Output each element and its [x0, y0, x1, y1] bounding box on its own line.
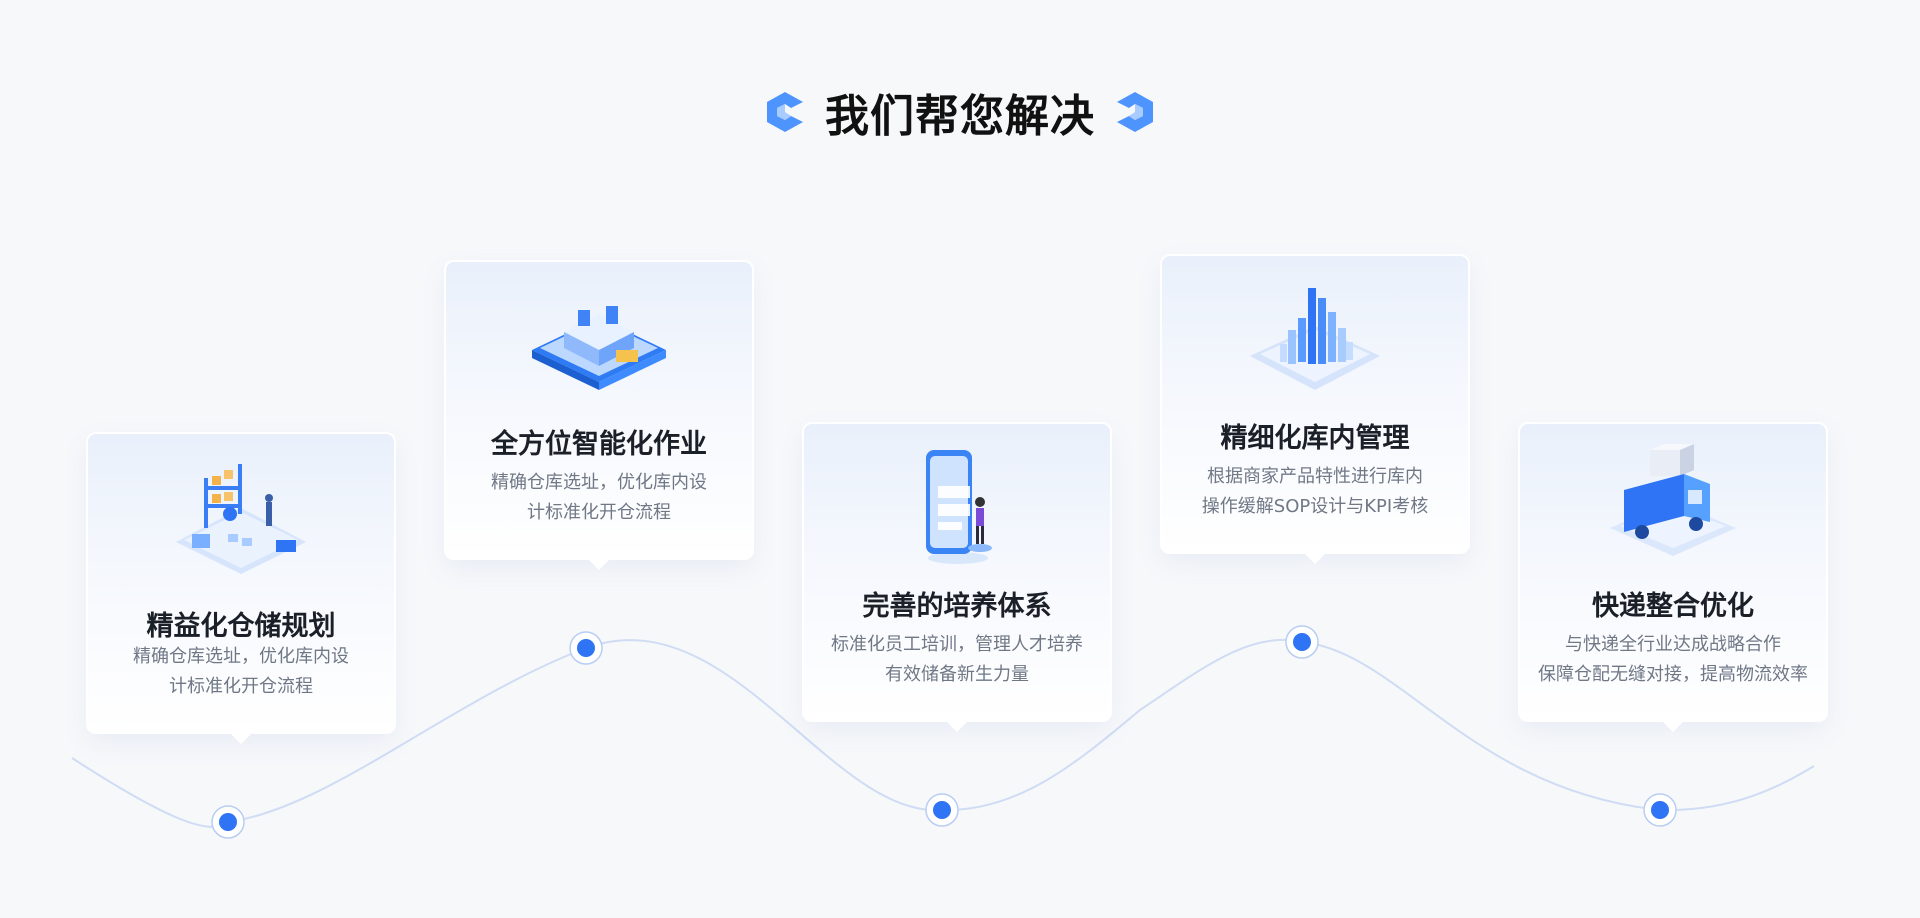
warehouse-shelves-icon	[176, 464, 306, 574]
card-desc-line1: 与快递全行业达成战略合作	[1565, 634, 1781, 655]
card-desc-line2: 操作缓解SOP设计与KPI考核	[1201, 496, 1429, 517]
solution-card-5[interactable]: 快递整合优化 与快递全行业达成战略合作 保障仓配无缝对接，提高物流效率	[1518, 422, 1828, 732]
card-desc-line2: 有效储备新生力量	[885, 664, 1029, 685]
solution-card-4[interactable]: 精细化库内管理 根据商家产品特性进行库内 操作缓解SOP设计与KPI考核	[1160, 254, 1470, 564]
card-desc-line2: 计标准化开仓流程	[527, 502, 671, 523]
delivery-truck-icon	[1610, 444, 1736, 556]
section-heading: 我们帮您解决	[0, 80, 1920, 144]
card-desc-line1: 标准化员工培训，管理人才培养	[831, 634, 1083, 655]
card-desc-line2: 保障仓配无缝对接，提高物流效率	[1538, 664, 1808, 685]
timeline-node-5	[1643, 793, 1677, 827]
timeline-node-2	[569, 631, 603, 665]
card-desc-line1: 精确仓库选址，优化库内设	[491, 472, 707, 493]
card-title: 精细化库内管理	[1220, 423, 1410, 454]
timeline-node-3	[925, 793, 959, 827]
card-title: 全方位智能化作业	[491, 429, 707, 460]
card-desc-line1: 根据商家产品特性进行库内	[1207, 466, 1423, 487]
mobile-training-icon	[926, 450, 992, 564]
card-desc-line1: 精确仓库选址，优化库内设	[133, 646, 349, 667]
solution-card-3[interactable]: 完善的培养体系 标准化员工培训，管理人才培养 有效储备新生力量	[802, 422, 1112, 732]
smart-factory-icon	[532, 306, 666, 390]
solution-card-2[interactable]: 全方位智能化作业 精确仓库选址，优化库内设 计标准化开仓流程	[444, 260, 754, 570]
page-title: 我们帮您解决	[825, 91, 1095, 142]
timeline-node-1	[211, 805, 245, 839]
data-city-icon	[1250, 288, 1380, 390]
solution-card-1[interactable]: 精益化仓储规划 精确仓库选址，优化库内设 计标准化开仓流程	[86, 432, 396, 744]
timeline-curve	[71, 638, 1815, 828]
card-desc-line2: 计标准化开仓流程	[169, 676, 313, 697]
bracket-left-icon	[767, 92, 803, 132]
bracket-right-icon	[1117, 92, 1153, 132]
card-title: 完善的培养体系	[862, 591, 1052, 622]
card-title: 快递整合优化	[1592, 591, 1754, 622]
card-title: 精益化仓储规划	[146, 611, 336, 642]
timeline-node-4	[1285, 625, 1319, 659]
